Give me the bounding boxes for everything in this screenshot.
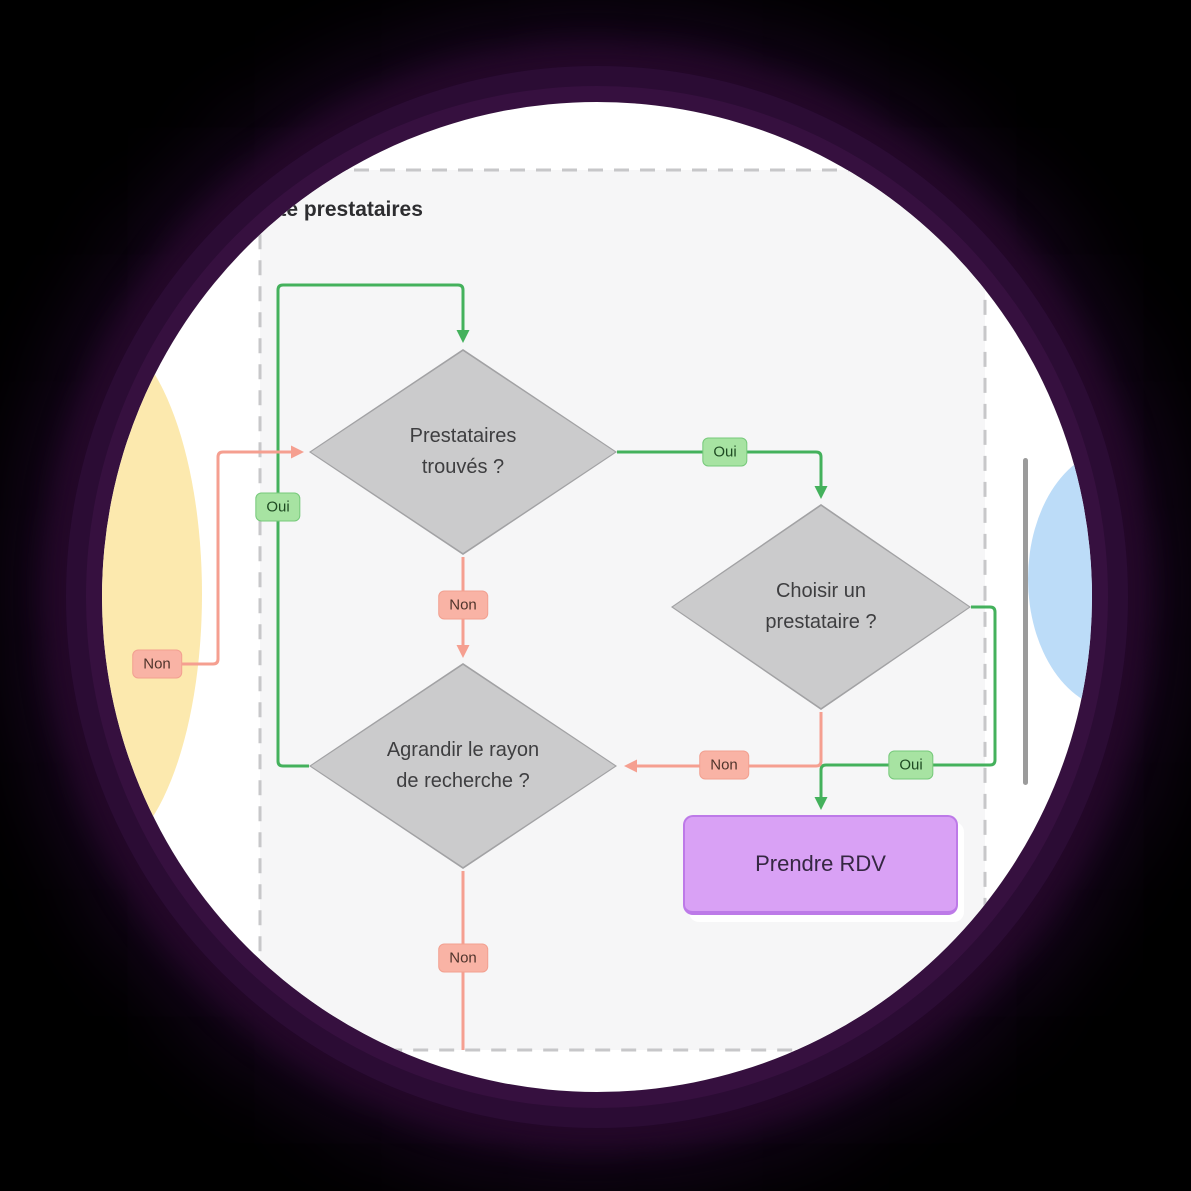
edge-non-choisir-vers-agrandir xyxy=(624,712,823,773)
vertical-divider xyxy=(1023,458,1028,785)
edge-label-non-trouves[interactable]: Non xyxy=(438,590,488,620)
decision-label: Choisir un prestataire ? xyxy=(765,580,877,633)
edge-label-non-entree[interactable]: Non xyxy=(132,649,182,679)
edge-oui-choisir-vers-rdv xyxy=(814,605,997,810)
diagram-title: Liste prestataires xyxy=(249,198,423,221)
decision-label: Prestataires trouvés ? xyxy=(409,425,517,478)
edge-non-entree-gauche xyxy=(180,445,304,666)
edge-label-non-agrandir[interactable]: Non xyxy=(438,943,488,973)
decision-label: Agrandir le rayon de recherche ? xyxy=(386,739,540,792)
edge-label-non-choisir[interactable]: Non xyxy=(699,750,749,780)
decision-choisir-prestataire[interactable]: Choisir un prestataire ? xyxy=(671,504,971,710)
edge-label-oui-loop[interactable]: Oui xyxy=(255,492,301,522)
circular-viewport: Liste prestataires Prestataires trouvés … xyxy=(102,102,1092,1092)
edge-label-oui-trouves[interactable]: Oui xyxy=(702,437,748,467)
decision-agrandir-rayon[interactable]: Agrandir le rayon de recherche ? xyxy=(309,663,617,869)
edge-oui-trouves-vers-choisir xyxy=(617,450,828,499)
edge-label-oui-rdv[interactable]: Oui xyxy=(888,750,934,780)
edge-oui-loop-back xyxy=(276,283,470,768)
action-prendre-rdv[interactable]: Prendre RDV xyxy=(683,815,958,915)
decision-prestataires-trouves[interactable]: Prestataires trouvés ? xyxy=(309,349,617,555)
